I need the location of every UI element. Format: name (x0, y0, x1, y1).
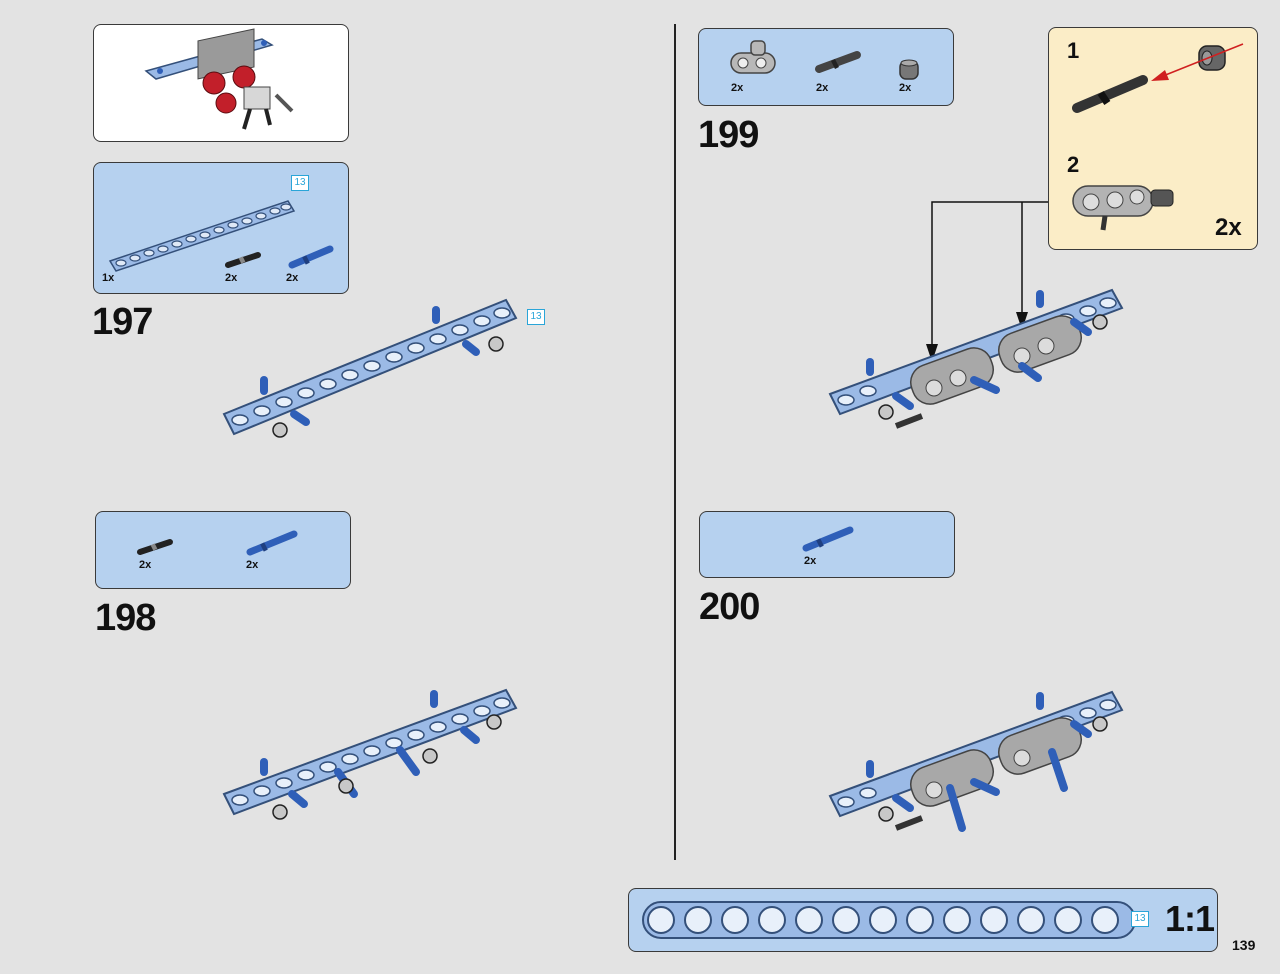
technic-beam-icon (108, 200, 296, 272)
step-number-198: 198 (95, 597, 156, 639)
scale-beam-icon (642, 901, 1136, 939)
step-197-model-icon (222, 298, 518, 438)
model-preview-icon (144, 28, 294, 130)
step-200-model-icon (828, 690, 1124, 832)
part-qty: 2x (225, 272, 238, 284)
scale-label: 1:1 (1165, 898, 1215, 939)
subassembly-callout: 1 2 2x (1048, 27, 1258, 250)
part-qty: 2x (731, 82, 744, 94)
part-qty: 2x (804, 555, 817, 567)
technic-axle-pin-blue-icon (246, 530, 298, 556)
axle-pin-with-bush-icon (1072, 43, 1244, 113)
part-qty: 1x (102, 272, 115, 284)
part-qty: 2x (286, 272, 299, 284)
step-198-parts-panel: 2x 2x (95, 511, 351, 589)
part-qty: 2x (816, 82, 829, 94)
substep-2: 2 (1067, 152, 1080, 177)
step-199-parts-panel: 2x 2x 2x (698, 28, 954, 106)
technic-pin-black-icon (225, 252, 261, 268)
step-number-199: 199 (698, 114, 759, 156)
step-197-parts-panel: 1x 2x 2x 13 (93, 162, 349, 294)
page-number: 139 (1232, 937, 1256, 953)
model-length-tag: 13 (527, 309, 545, 325)
previous-model-preview (93, 24, 349, 142)
step-199-model-icon (828, 288, 1124, 429)
technic-pin-black-icon (137, 539, 173, 555)
substep-1: 1 (1067, 38, 1080, 63)
part-qty: 2x (246, 559, 259, 571)
step-number-197: 197 (92, 301, 153, 343)
subassembly-multiplier: 2x (1215, 214, 1242, 241)
column-divider (674, 24, 676, 860)
part-qty: 2x (139, 559, 152, 571)
scale-ruler-panel: 13 1:1 (628, 888, 1218, 952)
technic-pin-black-icon (815, 51, 861, 73)
technic-axle-pin-blue-icon (802, 526, 854, 552)
step-200-parts-panel: 2x (699, 511, 955, 578)
technic-axle-pin-blue-icon (288, 245, 334, 269)
step-198-model-icon (222, 688, 518, 820)
step-number-200: 200 (699, 586, 760, 628)
technic-connector-gray-icon (730, 40, 776, 74)
length-tag: 13 (291, 175, 309, 191)
technic-bush-icon (899, 59, 919, 80)
scale-length-tag: 13 (1131, 911, 1149, 927)
connector-assembly-icon (1072, 185, 1174, 231)
assembly-arrow-icon (926, 201, 1048, 362)
part-qty: 2x (899, 82, 912, 94)
